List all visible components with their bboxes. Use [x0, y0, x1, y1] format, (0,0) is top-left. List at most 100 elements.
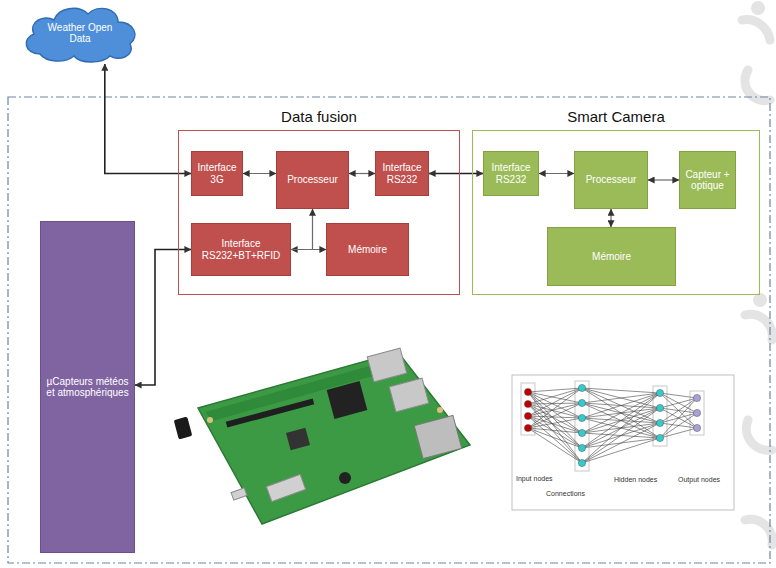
text-wrap: Capteur + optique	[683, 169, 732, 192]
raspberry-pi-photo	[174, 348, 470, 524]
connector	[539, 173, 574, 174]
nn-connection	[528, 403, 582, 416]
nn-connection	[528, 404, 582, 418]
nn-node	[578, 414, 585, 421]
nn-node	[693, 409, 700, 416]
nn-connection	[528, 416, 582, 448]
box-label: µCapteurs météos et atmosphériques	[44, 376, 131, 399]
box-label: Mémoire	[348, 244, 387, 256]
memory-box: Mémoire	[547, 227, 676, 286]
nn-node	[656, 389, 663, 396]
cloud-label: Weather Open Data	[21, 22, 139, 45]
nn-connection	[582, 408, 660, 463]
usb-power	[231, 488, 247, 500]
nn-connection	[582, 393, 660, 448]
module-group: Smart CameraInterface RS232ProcesseurCap…	[472, 130, 760, 295]
nn-connection	[528, 418, 582, 428]
nn-connection	[582, 438, 660, 463]
text-wrap: Processeur	[287, 174, 338, 186]
figure-label-box: Hidden nodes	[614, 476, 657, 483]
chip	[286, 428, 310, 451]
group-heading: Data fusion	[179, 108, 459, 125]
processor-box: Processeur	[276, 151, 349, 209]
neural-network-figure	[512, 375, 734, 510]
figure-label-box: Connections	[546, 490, 585, 497]
interface-box: Interface RS232	[483, 151, 539, 196]
nn-connection	[582, 393, 660, 463]
box-label: Interface 3G	[195, 162, 239, 185]
usb-port	[389, 378, 429, 412]
nn-connection	[582, 388, 660, 423]
box-label: Mémoire	[592, 251, 631, 263]
figure-label-box: Output nodes	[678, 476, 720, 483]
connector	[243, 173, 276, 174]
text-wrap: Weather Open Data	[21, 22, 139, 45]
nn-connection	[528, 404, 582, 463]
connector	[349, 173, 375, 174]
box-label: Capteur + optique	[683, 169, 732, 192]
connector	[135, 250, 191, 386]
nn-connection	[582, 423, 660, 463]
nn-node	[578, 399, 585, 406]
figure-label: Output nodes	[678, 476, 720, 483]
nn-connection	[660, 393, 697, 398]
nn-connection	[582, 388, 660, 408]
nn-connection	[528, 404, 582, 448]
figure-label: Connections	[546, 490, 585, 497]
group-heading: Smart Camera	[473, 108, 759, 125]
connector	[291, 209, 313, 250]
nn-connection	[582, 388, 660, 393]
figure-label: Input nodes	[516, 475, 553, 482]
watermark-dot	[751, 1, 765, 15]
interface-box: Interface RS232+BT+RFID	[191, 223, 291, 276]
nn-connection	[660, 393, 697, 428]
nn-connection	[660, 428, 697, 438]
nn-connection	[528, 392, 582, 463]
watermark	[742, 20, 772, 545]
mount-hole	[437, 407, 443, 413]
nn-connection	[528, 416, 582, 418]
watermark-arc	[742, 20, 770, 40]
connector	[610, 209, 611, 227]
nn-node	[524, 424, 531, 431]
nn-connection	[660, 398, 697, 438]
nn-connection	[660, 413, 697, 438]
connector	[429, 173, 483, 175]
nn-connection	[528, 403, 582, 428]
figure-frame	[512, 375, 734, 510]
nn-connection	[582, 388, 660, 438]
text-wrap: Interface RS232+BT+RFID	[195, 238, 287, 261]
pcb-board	[198, 352, 470, 524]
nn-connection	[528, 428, 582, 463]
nn-node	[656, 434, 663, 441]
box-label: Processeur	[586, 174, 637, 186]
nn-node	[578, 459, 585, 466]
text-wrap: Interface RS232	[487, 162, 535, 185]
watermark-arc	[745, 314, 772, 340]
connector	[648, 179, 679, 180]
memory-box: Mémoire	[326, 223, 409, 276]
nn-connection	[528, 388, 582, 392]
watermark-dot	[753, 293, 767, 307]
text-wrap: Mémoire	[348, 244, 387, 256]
text-wrap: Processeur	[586, 174, 637, 186]
mount-hole	[207, 417, 213, 423]
sensor-box: Capteur + optique	[679, 151, 736, 209]
nn-node	[656, 404, 663, 411]
box-label: Interface RS232	[487, 162, 535, 185]
gpio-header	[226, 398, 314, 427]
watermark-arc	[745, 70, 770, 101]
nn-connection	[660, 398, 697, 408]
nn-node	[578, 429, 585, 436]
nn-node	[578, 384, 585, 391]
nn-connection	[660, 393, 697, 413]
figure-label-box: Input nodes	[516, 475, 553, 482]
box-label: Interface RS232	[379, 162, 425, 185]
nn-node	[524, 400, 531, 407]
nn-node	[693, 394, 700, 401]
nn-connection	[528, 388, 582, 416]
text-wrap: µCapteurs météos et atmosphériques	[44, 376, 131, 399]
chip	[327, 381, 368, 419]
nn-node	[524, 388, 531, 395]
